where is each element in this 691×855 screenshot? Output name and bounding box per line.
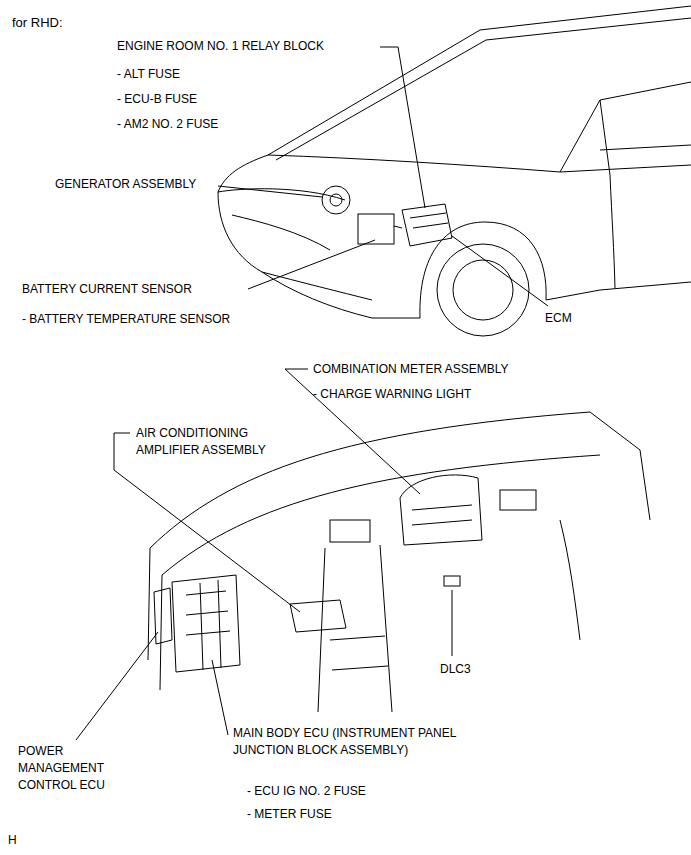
relay-block: [402, 204, 452, 246]
leader-line: [218, 186, 322, 197]
generator: [322, 186, 350, 214]
part-label: DLC3: [440, 661, 471, 678]
dash-lower-right: [560, 520, 580, 640]
part-label: - METER FUSE: [247, 806, 332, 823]
front-wheel: [437, 244, 529, 336]
leader-line: [76, 632, 158, 740]
part-label: ENGINE ROOM NO. 1 RELAY BLOCK: [117, 38, 324, 55]
dlc3-connector: [444, 576, 460, 586]
part-label: BATTERY CURRENT SENSOR: [22, 281, 192, 298]
part-label: - BATTERY TEMPERATURE SENSOR: [22, 311, 230, 328]
dash-right-end: [590, 412, 650, 520]
generator-pulley: [330, 194, 342, 206]
battery: [358, 214, 394, 244]
air-conditioning-amplifier: [290, 600, 346, 632]
a-pillar: [600, 100, 610, 175]
power-management-ecu: [154, 588, 172, 644]
diagram-title: for RHD:: [12, 14, 63, 31]
console-detail: [330, 636, 388, 670]
center-console: [318, 545, 392, 712]
leader-line: [380, 47, 425, 208]
junction-block: [172, 575, 240, 672]
part-label: ECM: [545, 310, 572, 327]
door-line: [610, 175, 615, 288]
leader-line: [248, 240, 375, 289]
part-label: COMBINATION METER ASSEMBLY: [313, 361, 509, 378]
part-label: H: [8, 832, 17, 849]
windshield-frame: [276, 18, 691, 160]
leader-line: [452, 236, 548, 306]
part-label: - ECU-B FUSE: [117, 91, 197, 108]
rocker-line: [546, 282, 691, 300]
roof-line: [268, 6, 691, 155]
part-label: MAIN BODY ECU (INSTRUMENT PANEL JUNCTION…: [233, 725, 513, 759]
part-label: - AM2 NO. 2 FUSE: [117, 116, 218, 133]
wheel-rim: [453, 260, 513, 320]
part-label: POWER MANAGEMENT CONTROL ECU: [18, 743, 148, 794]
grille-line: [262, 272, 372, 300]
combination-meter: [400, 475, 482, 545]
side-window: [560, 82, 691, 172]
center-vent: [330, 520, 370, 542]
part-label: - ECU IG NO. 2 FUSE: [247, 783, 366, 800]
leader-line: [212, 660, 228, 735]
beltline: [600, 145, 691, 150]
part-label: AIR CONDITIONING AMPLIFIER ASSEMBLY: [136, 425, 296, 459]
leader-line: [114, 433, 300, 612]
front-bumper: [218, 192, 372, 318]
part-label: GENERATOR ASSEMBLY: [55, 176, 196, 193]
part-label: - CHARGE WARNING LIGHT: [313, 386, 471, 403]
side-vent: [500, 490, 536, 510]
battery-sensor: [394, 226, 402, 228]
part-label: - ALT FUSE: [117, 66, 180, 83]
relay-block-detail: [410, 213, 448, 228]
lower-bumper: [372, 318, 420, 319]
headlight: [232, 215, 330, 250]
junction-block-grid: [186, 580, 230, 670]
leader-line: [452, 590, 453, 656]
meter-detail: [412, 505, 472, 525]
cowl-line: [268, 155, 691, 172]
